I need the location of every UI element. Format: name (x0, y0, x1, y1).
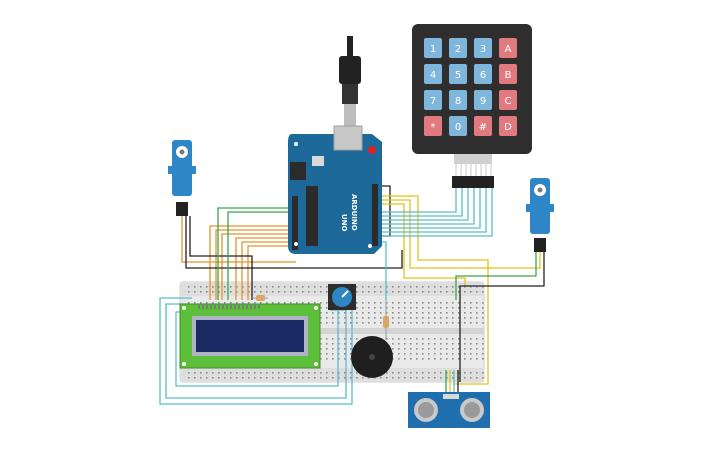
keypad-key-face (449, 38, 467, 58)
keypad-key[interactable]: 1 (424, 38, 442, 58)
resistor (383, 300, 389, 340)
keypad-key-label: D (504, 122, 512, 133)
keypad-key-label: 4 (430, 70, 436, 81)
keypad-key[interactable]: 4 (424, 64, 442, 84)
keypad-key[interactable]: 3 (474, 38, 492, 58)
keypad-key-label: 0 (455, 122, 461, 133)
keypad-key-label: # (479, 122, 487, 133)
keypad-key-label: 9 (480, 96, 486, 107)
keypad-key-face (474, 64, 492, 84)
keypad-key[interactable]: 2 (449, 38, 467, 58)
keypad-key[interactable]: 9 (474, 90, 492, 110)
arduino-board: ARDUINO UNO (288, 125, 382, 254)
lcd-display (179, 303, 321, 369)
keypad-key[interactable]: C (499, 90, 517, 110)
keypad-key-face (424, 64, 442, 84)
servo-icon (168, 140, 196, 216)
keypad-key[interactable]: 8 (449, 90, 467, 110)
keypad-key-face (474, 38, 492, 58)
keypad-key-face (499, 90, 517, 110)
keypad-key[interactable]: B (499, 64, 517, 84)
buzzer-icon (351, 336, 393, 378)
keypad-key-face (449, 90, 467, 110)
resistor (252, 295, 268, 301)
usb-cable-icon (339, 36, 361, 128)
potentiometer-icon (328, 284, 356, 310)
keypad-key-face (424, 90, 442, 110)
keypad-key-face (424, 38, 442, 58)
keypad-key-face (499, 116, 517, 136)
keypad-key-label: 5 (455, 70, 461, 81)
keypad-key-face (474, 116, 492, 136)
servo-icon (526, 178, 554, 252)
keypad-key-face (449, 64, 467, 84)
keypad-key-face (474, 90, 492, 110)
keypad-key-label: C (505, 96, 512, 107)
keypad: 1 2 3 A 4 5 6 B 7 8 9 C * 0 # D (412, 24, 532, 188)
keypad-key-label: 6 (480, 70, 486, 81)
keypad-key-label: B (505, 70, 512, 81)
arduino-logo: ARDUINO (350, 194, 358, 231)
keypad-key[interactable]: A (499, 38, 517, 58)
keypad-key-face (424, 116, 442, 136)
keypad-key-face (449, 116, 467, 136)
keypad-key[interactable]: 6 (474, 64, 492, 84)
keypad-key-label: 2 (455, 44, 461, 55)
keypad-key-label: 7 (430, 96, 436, 107)
keypad-key-face (499, 38, 517, 58)
keypad-key-label: 8 (455, 96, 461, 107)
keypad-key[interactable]: # (474, 116, 492, 136)
keypad-key[interactable]: D (499, 116, 517, 136)
keypad-key-label: A (505, 44, 512, 55)
keypad-key[interactable]: 0 (449, 116, 467, 136)
keypad-key[interactable]: * (424, 116, 442, 136)
keypad-key-label: 1 (430, 44, 436, 55)
keypad-key[interactable]: 5 (449, 64, 467, 84)
keypad-key-label: * (431, 122, 436, 133)
keypad-key-label: 3 (480, 44, 486, 55)
arduino-model: UNO (340, 214, 348, 232)
keypad-key[interactable]: 7 (424, 90, 442, 110)
ultrasonic-sensor-icon (408, 392, 490, 428)
keypad-key-face (499, 64, 517, 84)
